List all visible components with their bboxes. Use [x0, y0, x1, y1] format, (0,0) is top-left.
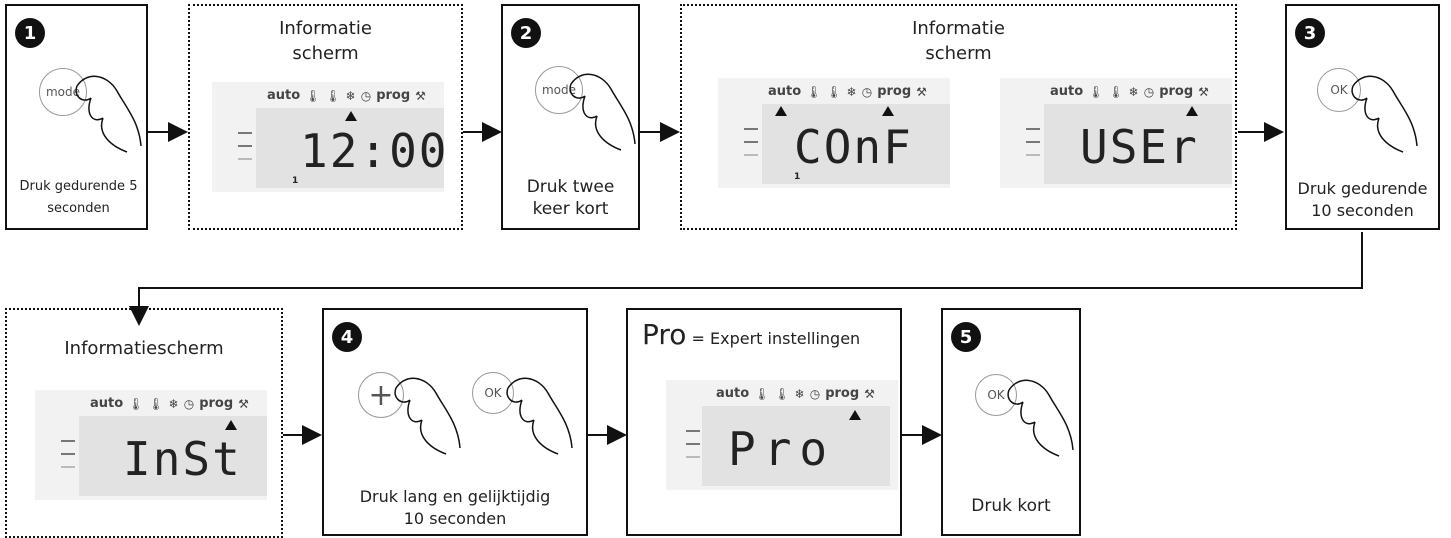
step-5-panel: 5 OK Druk kort — [941, 308, 1081, 536]
step-2-caption: Druk twee keer kort — [526, 177, 615, 219]
hand-press-icon — [1007, 379, 1074, 457]
lcd-display-conf: auto🌡🌡❄◷prog⚒ COnF 1 — [718, 78, 950, 188]
lcd-icons: auto🌡🌡❄◷prog⚒ — [716, 386, 875, 401]
step-3-badge: 3 — [1295, 18, 1325, 48]
lcd-index: 1 — [292, 176, 299, 186]
lcd-value: Pro — [728, 422, 836, 476]
lcd-value: 12:00 — [300, 124, 449, 178]
lcd-icons: auto🌡🌡❄◷prog⚒ — [768, 84, 927, 99]
step-2-badge: 2 — [511, 18, 541, 48]
pro-panel: Pro = Expert instellingen auto🌡🌡❄◷prog⚒ … — [626, 308, 902, 536]
lcd-screen — [762, 104, 950, 184]
lcd-marker-prog — [882, 106, 894, 116]
arrow-3-info3 — [129, 232, 1363, 326]
hand-press-icon — [1351, 75, 1418, 153]
lcd-display-pro: auto🌡🌡❄◷prog⚒ Pro — [666, 380, 898, 490]
lcd-marker-tools — [1186, 106, 1198, 116]
step-4-caption: Druk lang en gelijktijdig 10 seconden — [359, 487, 551, 528]
lcd-icons: auto🌡🌡❄◷prog⚒ — [90, 396, 249, 411]
step-2-panel: 2 mode Druk twee keer kort — [501, 4, 640, 230]
info-screen-2-panel: Informatie scherm auto🌡🌡❄◷prog⚒ COnF 1 a… — [680, 4, 1237, 230]
step-5-badge: 5 — [951, 322, 981, 352]
lcd-screen — [1044, 104, 1232, 184]
ok-button-icon: OK — [975, 374, 1017, 416]
hand-press-icon — [394, 377, 461, 455]
lcd-marker-auto — [775, 106, 787, 116]
mode-button-icon: mode — [535, 66, 583, 114]
lcd-value: USEr — [1080, 120, 1199, 174]
info-screen-2-title: Informatie scherm — [912, 18, 1005, 64]
lcd-display-inst: auto🌡🌡❄◷prog⚒ InSt — [35, 390, 267, 500]
hand-press-icon — [506, 377, 573, 455]
step-4-badge: 4 — [332, 322, 362, 352]
lcd-display-user: auto🌡🌡❄◷prog⚒ USEr — [1000, 78, 1232, 188]
info-screen-3-panel: Informatiescherm auto🌡🌡❄◷prog⚒ InSt — [5, 308, 283, 538]
lcd-screen — [256, 108, 444, 188]
lcd-ticks — [61, 440, 77, 479]
lcd-display-1: auto🌡🌡❄◷prog⚒ 12:00 1 — [212, 82, 446, 192]
lcd-ticks — [744, 128, 760, 167]
step-3-panel: 3 OK Druk gedurende 10 seconden — [1285, 4, 1440, 230]
hand-press-icon — [569, 73, 636, 151]
lcd-index: 1 — [794, 172, 801, 182]
lcd-ticks — [238, 132, 254, 171]
hand-press-icon — [75, 75, 142, 153]
step-1-panel: 1 mode Druk gedurende 5 seconden — [5, 4, 148, 230]
lcd-ticks — [1026, 128, 1042, 167]
plus-button-icon: + — [358, 372, 404, 418]
step-4-panel: 4 + OK Druk lang en gelijktijdig 10 seco… — [322, 308, 588, 536]
step-1-caption: Druk gedurende 5 seconden — [19, 179, 138, 216]
lcd-icons: auto🌡🌡❄◷prog⚒ — [267, 88, 426, 103]
info-screen-1-panel: Informatie scherm auto🌡🌡❄◷prog⚒ 12:00 1 — [188, 4, 463, 230]
step-1-badge: 1 — [15, 18, 45, 48]
ok-button-icon: OK — [1317, 68, 1361, 112]
lcd-value: InSt — [123, 432, 242, 486]
info-screen-1-title: Informatie scherm — [279, 18, 372, 64]
lcd-value: COnF — [794, 120, 913, 174]
lcd-icons: auto🌡🌡❄◷prog⚒ — [1050, 84, 1209, 99]
lcd-marker-tools — [849, 410, 861, 420]
lcd-marker-tools — [225, 420, 237, 430]
step-5-caption: Druk kort — [971, 496, 1051, 516]
lcd-marker — [345, 111, 357, 121]
info-screen-3-title: Informatiescherm — [64, 338, 224, 359]
step-3-caption: Druk gedurende 10 seconden — [1297, 179, 1428, 220]
pro-heading: Pro = Expert instellingen — [642, 318, 861, 351]
mode-button-icon: mode — [39, 68, 87, 116]
lcd-ticks — [686, 430, 702, 469]
